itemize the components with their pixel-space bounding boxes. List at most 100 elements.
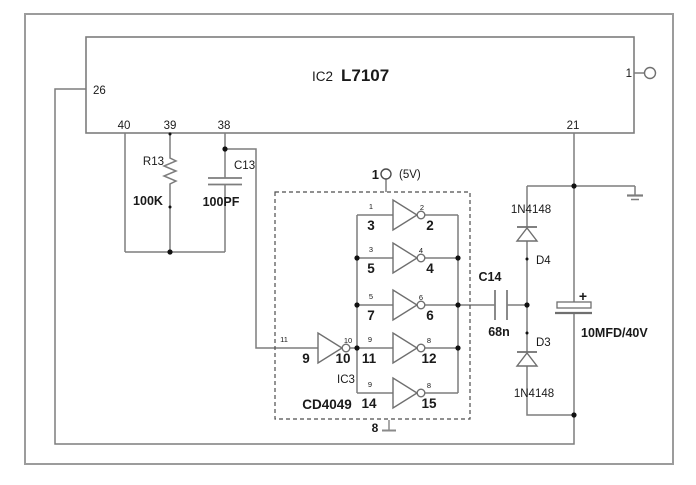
junction-dot	[571, 412, 577, 418]
gate3-in-top: 5	[369, 292, 373, 301]
ic3-power-rail-label: (5V)	[399, 169, 421, 181]
ic2-box	[85, 36, 635, 134]
label-dot	[168, 132, 172, 136]
d3-part-label: 1N4148	[514, 388, 554, 400]
ic2-pin26-label: 26	[93, 85, 106, 97]
d3-diode	[515, 351, 539, 367]
inverter-gate-4: 11 10 9 10	[280, 331, 357, 366]
c14-ref-label: C14	[479, 270, 502, 284]
inverter-bubble-icon	[416, 343, 426, 353]
gate4-out-pin: 10	[335, 351, 350, 366]
wire-osc-to-gate9	[225, 148, 318, 349]
inverter-bubble-icon	[416, 210, 426, 220]
inverter-gate-1: 1 2 3 2	[357, 198, 458, 233]
inverter-triangle-icon	[392, 198, 419, 232]
gate2-in-top: 3	[369, 245, 373, 254]
gate6-out-top: 8	[427, 381, 431, 390]
r13-value-label: 100K	[133, 194, 163, 208]
pin1-terminal-circle	[643, 66, 657, 80]
c13-ref-label: C13	[234, 160, 255, 172]
inverter-triangle-icon	[392, 288, 419, 322]
wire-pin26-ground-loop	[54, 88, 575, 445]
c14-capacitor	[494, 290, 508, 320]
r13-zigzag	[162, 155, 178, 252]
gate1-in-pin: 3	[367, 218, 375, 233]
inverter-gate-3: 5 6 7 6	[357, 288, 458, 323]
ic2-pin38-label: 38	[218, 120, 231, 132]
junction-dot	[167, 249, 173, 255]
inverter-gates: 1 2 3 2 3 4 5 4 5 6 7 6	[280, 198, 458, 411]
junction-dot	[222, 146, 228, 152]
junction-dot	[455, 302, 461, 308]
ic2-pin40-label: 40	[118, 120, 131, 132]
inverter-triangle-icon	[392, 331, 419, 365]
d3-ref-label: D3	[536, 337, 551, 349]
label-dot	[168, 205, 172, 209]
cap-el-plate-pos	[556, 301, 592, 309]
d4-triangle-icon	[515, 226, 539, 242]
r13-ref-label: R13	[143, 156, 164, 168]
gate5-in-top: 9	[368, 335, 372, 344]
label-dot	[525, 331, 529, 335]
d3-triangle-icon	[515, 351, 539, 367]
gate4-in-top: 11	[280, 335, 288, 344]
junction-dot	[354, 302, 360, 308]
inverter-gate-6: 9 8 14 15	[357, 376, 458, 411]
wire-d3-bottom	[526, 366, 574, 416]
ic3-dashed-box	[274, 191, 471, 420]
pin1-terminal	[634, 66, 657, 80]
wires	[54, 88, 635, 445]
inverter-bubble-icon	[341, 343, 351, 353]
ic2-label: IC2	[312, 69, 333, 84]
junction-dot	[571, 183, 577, 189]
c13-capacitor	[208, 177, 242, 186]
r13-resistor	[162, 155, 178, 252]
gate5-in-pin: 11	[362, 351, 377, 366]
gate3-out-top: 6	[419, 293, 423, 302]
d4-diode	[515, 226, 539, 242]
gate2-out-pin: 4	[426, 261, 434, 276]
inverter-gate-2: 3 4 5 4	[357, 241, 458, 276]
cap-el-value-label: 10MFD/40V	[581, 326, 648, 340]
gate1-in-top: 1	[369, 202, 373, 211]
junction-dot	[524, 302, 530, 308]
supply-terminal-circle	[380, 168, 392, 180]
c13-value-label: 100PF	[203, 195, 240, 209]
inverter-bubble-icon	[416, 253, 426, 263]
junction-dot	[354, 345, 360, 351]
junction-dots	[167, 132, 577, 418]
ic3-power-pin-label: 1	[372, 167, 379, 182]
inverter-bubble-icon	[416, 300, 426, 310]
ic3-part-label: CD4049	[302, 397, 352, 412]
junction-dot	[455, 345, 461, 351]
d4-part-label: 1N4148	[511, 204, 551, 216]
inverter-triangle-icon	[392, 376, 419, 410]
gate6-in-pin: 14	[361, 396, 377, 411]
outer-frame	[24, 13, 674, 465]
ic2-pin1-label: 1	[626, 68, 632, 80]
d4-ref-label: D4	[536, 255, 551, 267]
gate3-in-pin: 7	[367, 308, 375, 323]
gate2-out-top: 4	[419, 246, 423, 255]
cap-el-polarity: +	[579, 288, 587, 304]
c14-value-label: 68n	[488, 325, 510, 339]
ic2-part-number: L7107	[341, 66, 389, 85]
ic3-ground-icon	[382, 420, 396, 432]
ic3-ground-pin-label: 8	[372, 421, 379, 435]
electrolytic-capacitor	[555, 301, 592, 315]
gate5-out-pin: 12	[421, 351, 436, 366]
gate4-out-top: 10	[344, 336, 352, 345]
ic3-ref-label: IC3	[337, 374, 355, 386]
ic2-pin39-label: 39	[164, 120, 177, 132]
gate1-out-top: 2	[420, 203, 424, 212]
label-dot	[525, 257, 529, 261]
gate1-out-pin: 2	[426, 218, 434, 233]
junction-dot	[455, 255, 461, 261]
ground-icon	[627, 186, 643, 201]
inverter-gate-5: 9 8 11 12	[357, 331, 458, 366]
gate2-in-pin: 5	[367, 261, 375, 276]
gate4-in-pin: 9	[302, 351, 310, 366]
gate5-out-top: 8	[427, 336, 431, 345]
inverter-triangle-icon	[317, 331, 344, 365]
